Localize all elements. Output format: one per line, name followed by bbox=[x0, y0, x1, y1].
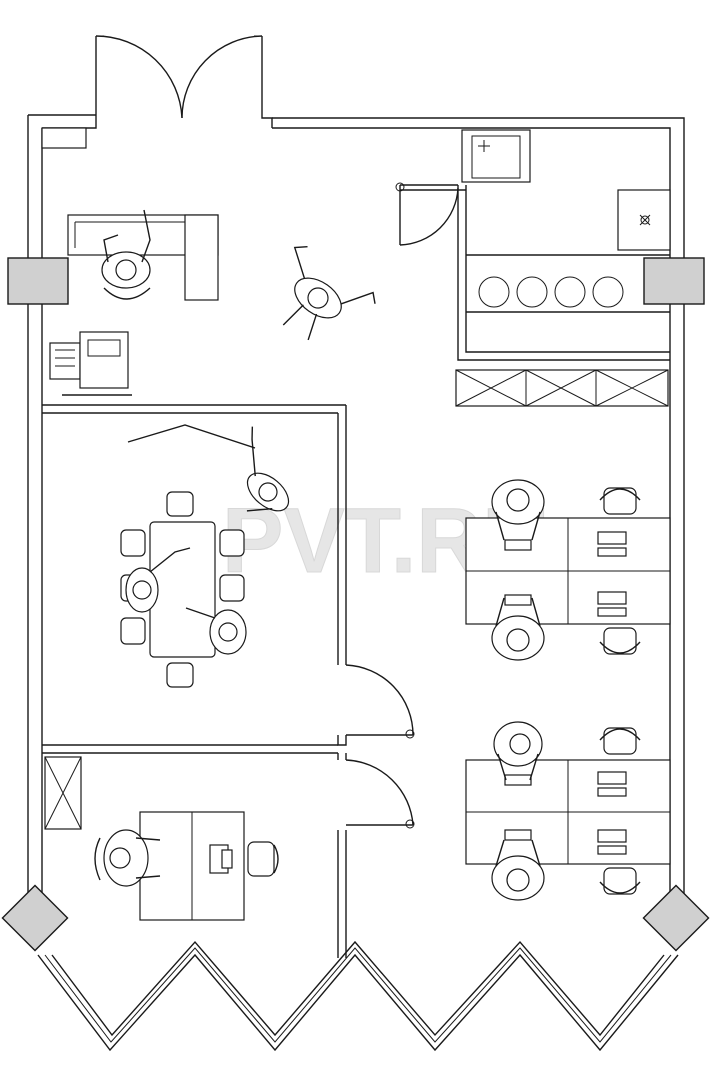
private-office bbox=[44, 756, 415, 921]
sink-icon bbox=[461, 129, 531, 183]
laptop-icon bbox=[597, 787, 627, 797]
person-icon bbox=[491, 597, 545, 661]
chair-icon bbox=[219, 574, 245, 602]
projection-screen bbox=[127, 424, 256, 449]
chair-icon bbox=[599, 727, 641, 755]
person-icon bbox=[103, 829, 161, 887]
person-icon bbox=[101, 209, 151, 289]
laptop-icon bbox=[209, 844, 233, 874]
laptop-icon bbox=[504, 774, 532, 786]
chair-icon bbox=[120, 617, 146, 645]
copier-icon bbox=[49, 331, 132, 396]
laptop-icon bbox=[597, 829, 627, 843]
chair-icon bbox=[103, 287, 151, 300]
person-icon bbox=[491, 479, 545, 541]
laptop-icon bbox=[597, 771, 627, 785]
chair-icon bbox=[120, 529, 146, 557]
workstations-lower bbox=[465, 721, 671, 901]
laptop-icon bbox=[597, 547, 627, 557]
chair-icon bbox=[599, 627, 641, 655]
person-icon bbox=[246, 426, 290, 512]
person-icon bbox=[125, 547, 191, 613]
column-right bbox=[643, 257, 705, 305]
chair-icon bbox=[219, 529, 245, 557]
person-icon bbox=[491, 839, 545, 901]
laptop-icon bbox=[597, 591, 627, 605]
person-icon bbox=[282, 246, 376, 341]
laptop-icon bbox=[504, 594, 532, 606]
column-bottom-right bbox=[642, 884, 710, 952]
fridge bbox=[617, 189, 671, 251]
chair-icon bbox=[166, 491, 194, 517]
column-bottom-left bbox=[1, 884, 69, 952]
laptop-icon bbox=[504, 829, 532, 841]
laptop-icon bbox=[597, 845, 627, 855]
columns bbox=[1, 257, 710, 952]
chair-icon bbox=[247, 841, 279, 877]
chair-icon bbox=[166, 662, 194, 688]
kitchen bbox=[395, 129, 671, 407]
stove-burner-icon bbox=[478, 276, 624, 308]
reception-desk bbox=[67, 209, 219, 301]
laptop-icon bbox=[597, 531, 627, 545]
workstations-upper bbox=[465, 479, 671, 661]
entrance-double-door bbox=[95, 35, 263, 119]
laptop-icon bbox=[504, 539, 532, 551]
meeting-table bbox=[149, 521, 216, 658]
chair-icon bbox=[599, 867, 641, 895]
outer-walls bbox=[27, 36, 685, 1052]
interior-walls bbox=[42, 184, 670, 958]
column-left bbox=[7, 257, 69, 305]
laptop-icon bbox=[597, 607, 627, 617]
chair-icon bbox=[94, 837, 101, 881]
person-icon bbox=[493, 721, 543, 781]
person-icon bbox=[185, 607, 247, 655]
chair-icon bbox=[599, 487, 641, 515]
meeting-room bbox=[120, 424, 415, 739]
